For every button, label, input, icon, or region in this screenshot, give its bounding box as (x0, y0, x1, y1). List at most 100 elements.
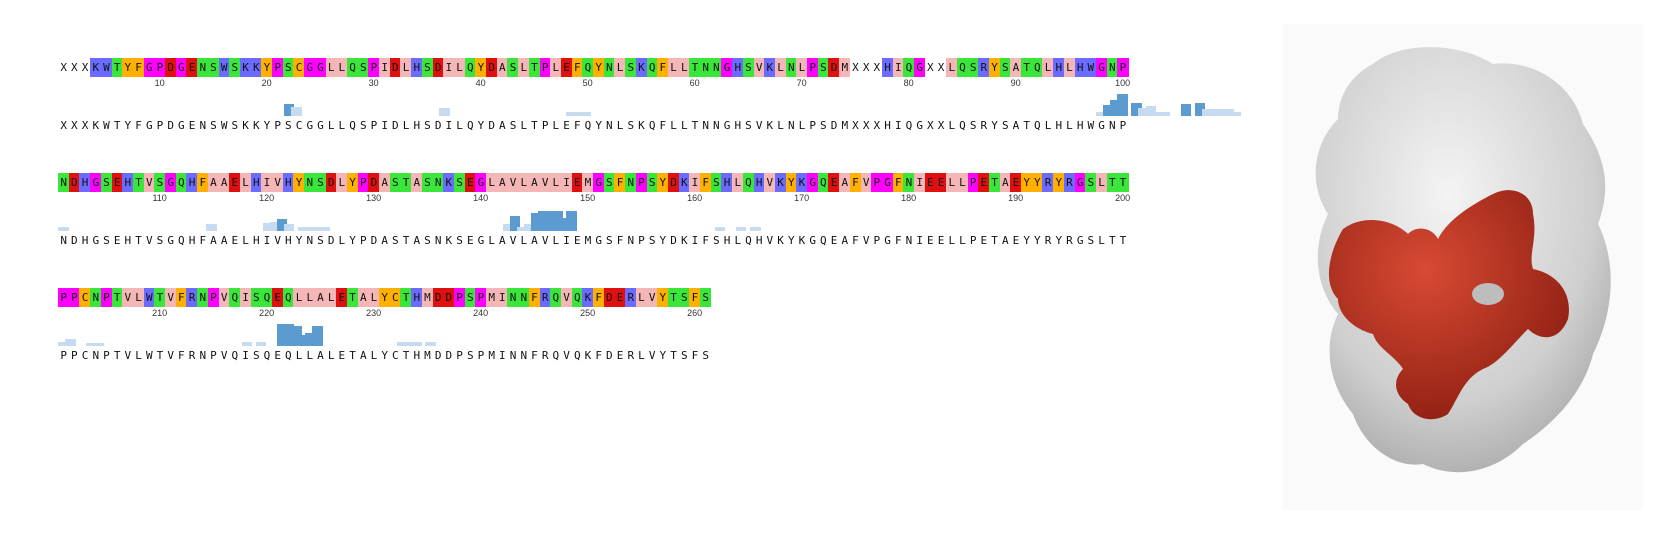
residue-cell[interactable]: D (432, 288, 444, 307)
residue-cell[interactable]: F (571, 58, 583, 77)
residue-cell[interactable]: T (988, 173, 1001, 192)
residue-cell[interactable]: L (1042, 58, 1054, 77)
residue-cell[interactable]: Y (1053, 173, 1065, 192)
residue-cell[interactable]: H (881, 58, 894, 77)
residue-cell[interactable]: S (421, 58, 434, 77)
residue-cell[interactable]: T (111, 288, 123, 307)
residue-cell[interactable]: E (229, 173, 241, 192)
residue-cell[interactable]: S (464, 288, 476, 307)
residue-cell[interactable]: L (486, 173, 498, 192)
residue-cell[interactable]: V (560, 288, 573, 307)
residue-cell[interactable]: Q (261, 288, 273, 307)
residue-cell[interactable]: T (111, 58, 123, 77)
residue-cell[interactable]: L (518, 173, 530, 192)
residue-cell[interactable]: P (539, 58, 551, 77)
residue-cell[interactable]: N (197, 288, 209, 307)
residue-cell[interactable]: M (839, 58, 851, 77)
residue-cell[interactable]: S (250, 288, 262, 307)
residue-cell[interactable]: Y (657, 288, 669, 307)
residue-cell[interactable]: L (614, 58, 626, 77)
residue-cell[interactable]: L (304, 288, 316, 307)
protein-surface-image[interactable] (1283, 24, 1643, 510)
residue-cell[interactable]: V (165, 288, 177, 307)
residue-cell[interactable]: D (432, 58, 444, 77)
residue-cell[interactable]: R (978, 58, 990, 77)
residue-cell[interactable]: S (154, 173, 166, 192)
residue-cell[interactable]: S (207, 58, 220, 77)
residue-cell[interactable]: L (550, 58, 562, 77)
residue-cell[interactable]: S (229, 58, 241, 77)
residue-cell[interactable]: N (700, 58, 712, 77)
residue-cell[interactable]: H (79, 173, 91, 192)
residue-cell[interactable]: I (496, 288, 509, 307)
residue-cell[interactable]: G (175, 58, 188, 77)
residue-cell[interactable]: T (400, 173, 412, 192)
residue-cell[interactable]: F (689, 288, 701, 307)
residue-cell[interactable]: L (946, 58, 958, 77)
residue-cell[interactable]: E (828, 173, 840, 192)
residue-cell[interactable]: L (635, 288, 648, 307)
residue-cell[interactable]: H (122, 173, 134, 192)
residue-cell[interactable]: C (389, 288, 402, 307)
residue-cell[interactable]: R (1042, 173, 1054, 192)
residue-cell[interactable]: Y (785, 173, 797, 192)
residue-cell[interactable]: Q (742, 173, 755, 192)
residue-cell[interactable]: W (143, 288, 155, 307)
residue-cell[interactable]: M (582, 173, 594, 192)
residue-cell[interactable]: S (710, 173, 723, 192)
residue-cell[interactable]: V (539, 173, 551, 192)
residue-cell[interactable]: P (58, 288, 70, 307)
residue-cell[interactable]: W (100, 58, 113, 77)
residue-cell[interactable]: N (90, 288, 102, 307)
residue-cell[interactable]: F (892, 173, 904, 192)
residue-cell[interactable]: S (282, 58, 295, 77)
residue-cell[interactable]: A (496, 58, 509, 77)
residue-cell[interactable]: L (667, 58, 680, 77)
residue-cell[interactable]: S (1085, 173, 1097, 192)
residue-cell[interactable]: Q (1031, 58, 1044, 77)
residue-cell[interactable]: S (700, 288, 712, 307)
residue-cell[interactable]: S (314, 173, 327, 192)
residue-cell[interactable]: N (197, 58, 209, 77)
residue-cell[interactable]: N (625, 173, 637, 192)
residue-cell[interactable]: F (700, 173, 712, 192)
residue-cell[interactable]: E (1010, 173, 1022, 192)
residue-cell[interactable]: V (218, 288, 230, 307)
residue-cell[interactable]: E (186, 58, 198, 77)
residue-cell[interactable]: F (657, 58, 669, 77)
residue-cell[interactable]: A (357, 288, 369, 307)
residue-cell[interactable]: S (100, 173, 113, 192)
residue-cell[interactable]: X (924, 58, 937, 77)
residue-cell[interactable]: P (807, 58, 819, 77)
residue-cell[interactable]: R (1063, 173, 1076, 192)
residue-cell[interactable]: D (368, 173, 380, 192)
residue-cell[interactable]: X (68, 58, 81, 77)
residue-cell[interactable]: P (154, 58, 166, 77)
residue-cell[interactable]: Q (464, 58, 476, 77)
residue-cell[interactable]: P (871, 173, 883, 192)
residue-cell[interactable]: A (314, 288, 327, 307)
residue-cell[interactable]: S (603, 173, 616, 192)
residue-cell[interactable]: H (282, 173, 295, 192)
residue-cell[interactable]: E (464, 173, 476, 192)
residue-cell[interactable]: N (304, 173, 316, 192)
residue-cell[interactable]: S (646, 173, 658, 192)
residue-cell[interactable]: Q (282, 288, 295, 307)
residue-cell[interactable]: A (411, 173, 423, 192)
residue-cell[interactable]: N (58, 173, 70, 192)
residue-cell[interactable]: G (143, 58, 155, 77)
residue-cell[interactable]: K (443, 173, 455, 192)
residue-cell[interactable]: V (122, 288, 134, 307)
residue-cell[interactable]: P (967, 173, 979, 192)
residue-cell[interactable]: I (379, 58, 391, 77)
residue-cell[interactable]: Q (903, 58, 915, 77)
residue-cell[interactable]: Q (175, 173, 188, 192)
residue-cell[interactable]: E (560, 58, 573, 77)
residue-cell[interactable]: S (421, 173, 434, 192)
residue-cell[interactable]: X (935, 58, 947, 77)
residue-cell[interactable]: I (239, 288, 252, 307)
residue-cell[interactable]: A (218, 173, 230, 192)
residue-cell[interactable]: T (132, 173, 145, 192)
residue-cell[interactable]: H (721, 173, 733, 192)
residue-cell[interactable]: L (336, 173, 348, 192)
